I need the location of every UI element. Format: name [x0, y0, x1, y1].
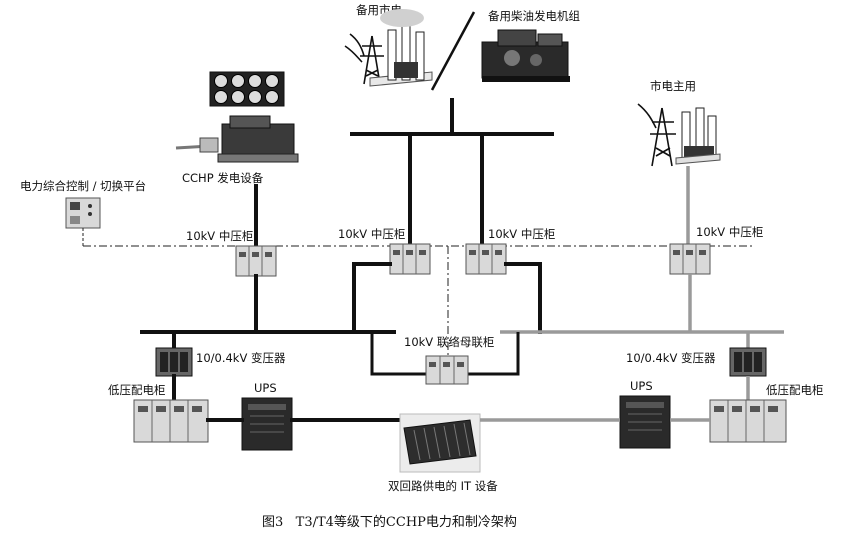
- bus-tie-label: 10kV 联络母联柜: [404, 335, 494, 349]
- bus-tie-cabinet-icon: [425, 355, 469, 385]
- switch-cabinet-icon: [235, 245, 277, 277]
- lv-cabinet-right-icon: [709, 399, 787, 443]
- ups-left-label: UPS: [254, 381, 277, 395]
- tower-icon: [344, 33, 384, 85]
- figure-caption: 图3 T3/T4等级下的CCHP电力和制冷架构: [262, 514, 517, 530]
- generator-icon: [481, 29, 570, 82]
- transformer-right-label: 10/0.4kV 变压器: [626, 351, 716, 365]
- switch-cabinet-icon: [389, 243, 431, 275]
- server-rack-icon: [399, 413, 481, 473]
- mv-cabinet-2-label: 10kV 中压柜: [338, 227, 405, 241]
- it-equipment-label: 双回路供电的 IT 设备: [388, 479, 498, 493]
- backup-diesel-group: 备用柴油发电机组: [481, 9, 580, 82]
- cchp-generator-icon: [175, 115, 299, 163]
- mv-cabinet-4: 10kV 中压柜: [669, 225, 763, 275]
- grid-main-tower-icon: [637, 103, 676, 167]
- mv-cabinet-3: 10kV 中压柜: [465, 227, 555, 275]
- separator-slash: [430, 11, 476, 91]
- lv-right-label: 低压配电柜: [766, 383, 824, 397]
- mv-cabinet-1-label: 10kV 中压柜: [186, 229, 253, 243]
- transformer-left-label: 10/0.4kV 变压器: [196, 351, 286, 365]
- mv-cabinet-4-label: 10kV 中压柜: [696, 225, 763, 239]
- backup-grid-group: 备用市电: [344, 3, 433, 87]
- mv-cabinet-2: 10kV 中压柜: [338, 227, 431, 275]
- mv-cabinet-3-label: 10kV 中压柜: [488, 227, 555, 241]
- transformer-icon: [155, 347, 193, 377]
- control-platform-label: 电力综合控制 / 切换平台: [20, 179, 146, 193]
- factory-icon: [369, 9, 433, 87]
- lv-left-label: 低压配电柜: [108, 383, 166, 397]
- switch-cabinet-icon: [669, 243, 711, 275]
- ups-icon: [619, 395, 671, 449]
- cooling-fan-icon: [209, 71, 285, 107]
- backup-diesel-label: 备用柴油发电机组: [488, 9, 580, 23]
- mv3-to-right-bus: [504, 262, 542, 334]
- control-cabinet-icon: [65, 197, 101, 229]
- transformer-icon: [729, 347, 767, 377]
- lv-cabinet-left-icon: [133, 399, 209, 443]
- switch-cabinet-icon: [465, 243, 507, 275]
- mv-cabinet-1: 10kV 中压柜: [186, 229, 277, 277]
- mv2-to-left-bus: [352, 262, 392, 334]
- ups-right-label: UPS: [630, 379, 653, 393]
- grid-main-label: 市电主用: [650, 79, 696, 93]
- cchp-label: CCHP 发电设备: [182, 171, 264, 185]
- bus-tie-right-link: [468, 332, 520, 376]
- ups-icon: [241, 397, 293, 451]
- grid-main-factory-icon: [675, 107, 721, 165]
- bus-tie-left-link: [370, 332, 426, 376]
